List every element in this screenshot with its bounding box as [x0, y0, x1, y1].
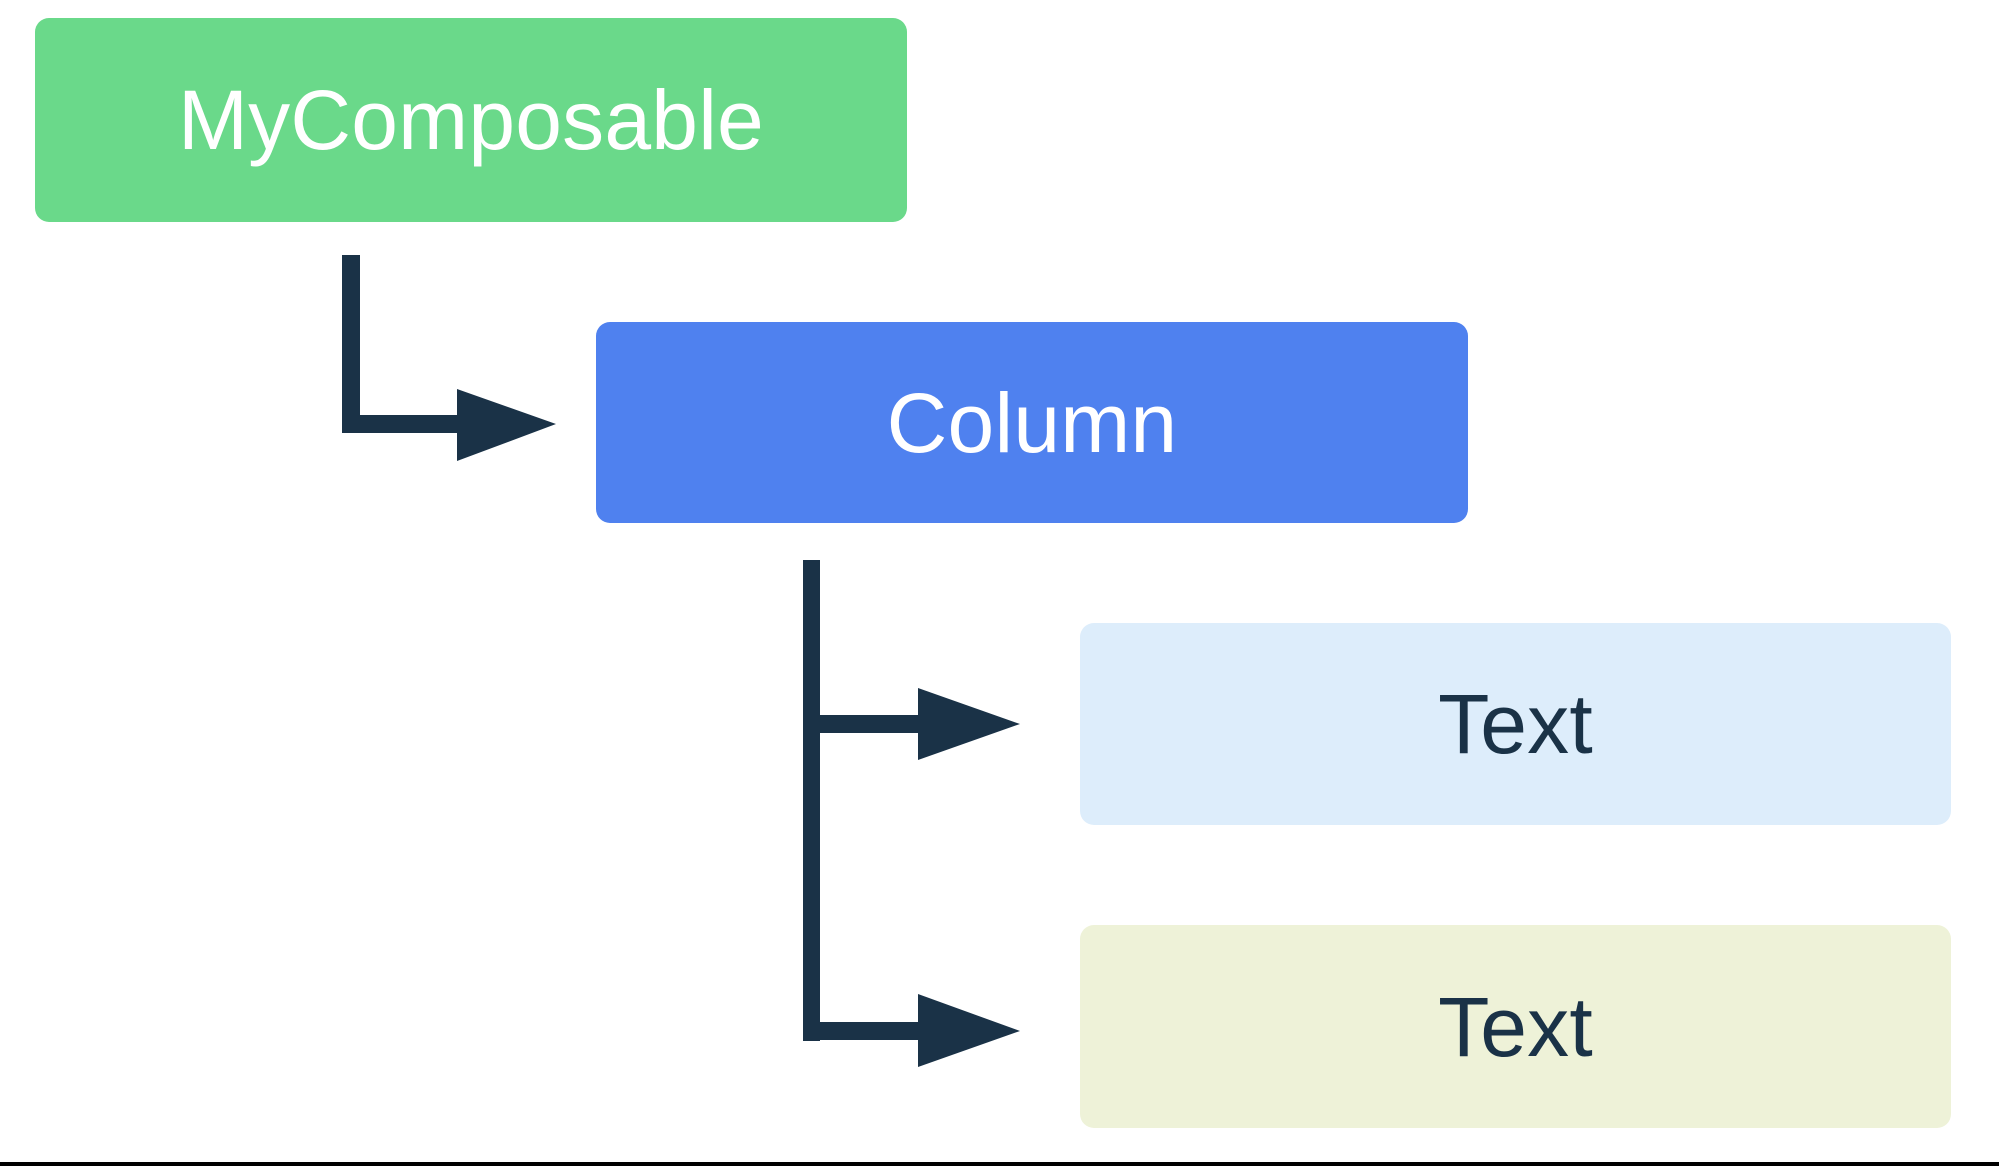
- node-mycomposable-label: MyComposable: [178, 73, 764, 167]
- edge-column-text-1-arrow: [803, 688, 1020, 760]
- node-mycomposable[interactable]: MyComposable: [35, 18, 907, 222]
- edge-mycomposable-column-arrow: [342, 255, 556, 461]
- node-column-label: Column: [886, 375, 1178, 470]
- edge-column-children-trunk: [803, 560, 820, 1041]
- edge-column-text-2-arrow: [803, 994, 1020, 1067]
- node-text-primary-label: Text: [1438, 677, 1593, 771]
- node-text-secondary[interactable]: Text: [1080, 925, 1951, 1128]
- node-text-primary[interactable]: Text: [1080, 623, 1951, 825]
- node-text-secondary-label: Text: [1438, 979, 1593, 1074]
- node-column[interactable]: Column: [596, 322, 1468, 523]
- bottom-divider: [0, 1162, 1999, 1166]
